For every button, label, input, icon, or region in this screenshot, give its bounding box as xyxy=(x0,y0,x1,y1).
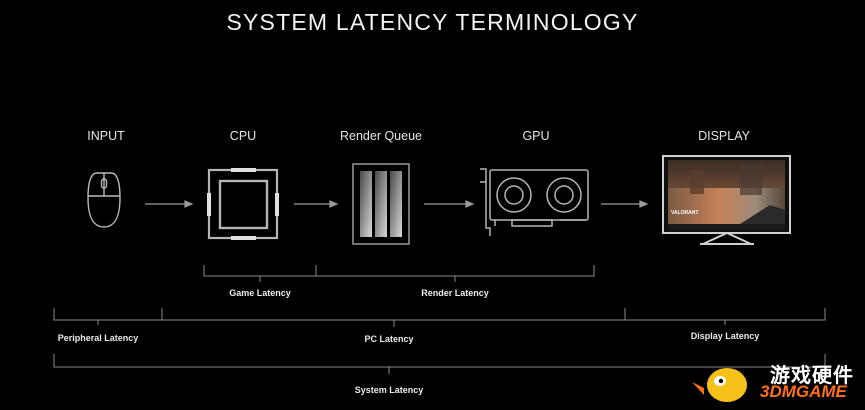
stage-label-cpu: CPU xyxy=(229,129,257,143)
flow-arrows xyxy=(145,200,649,208)
system-latency-label: System Latency xyxy=(354,385,424,395)
brackets-row3 xyxy=(53,354,826,374)
stage-label-input: INPUT xyxy=(87,129,125,143)
game-latency-label: Game Latency xyxy=(229,288,291,298)
stage-label-display: DISPLAY xyxy=(698,129,750,143)
monitor-screen-text: VALORANT xyxy=(671,210,699,216)
mouse-icon xyxy=(87,172,121,228)
monitor-icon xyxy=(662,155,791,245)
display-latency-label: Display Latency xyxy=(690,331,760,341)
watermark-line1: 游戏硬件 xyxy=(770,365,854,387)
stage-label-render-queue: Render Queue xyxy=(339,129,422,143)
brackets-row2 xyxy=(53,308,826,327)
cpu-icon xyxy=(207,168,279,240)
gpu-icon xyxy=(480,168,589,236)
watermark-line2: 3DMGAME xyxy=(760,382,847,401)
diagram-title: SYSTEM LATENCY TERMINOLOGY xyxy=(226,9,639,35)
watermark-logo xyxy=(692,368,747,402)
peripheral-latency-label: Peripheral Latency xyxy=(57,333,139,343)
render-latency-label: Render Latency xyxy=(421,288,489,298)
pc-latency-label: PC Latency xyxy=(364,334,414,344)
stage-label-gpu: GPU xyxy=(522,129,550,143)
render-queue-icon xyxy=(352,163,410,245)
brackets-row1 xyxy=(203,265,595,282)
